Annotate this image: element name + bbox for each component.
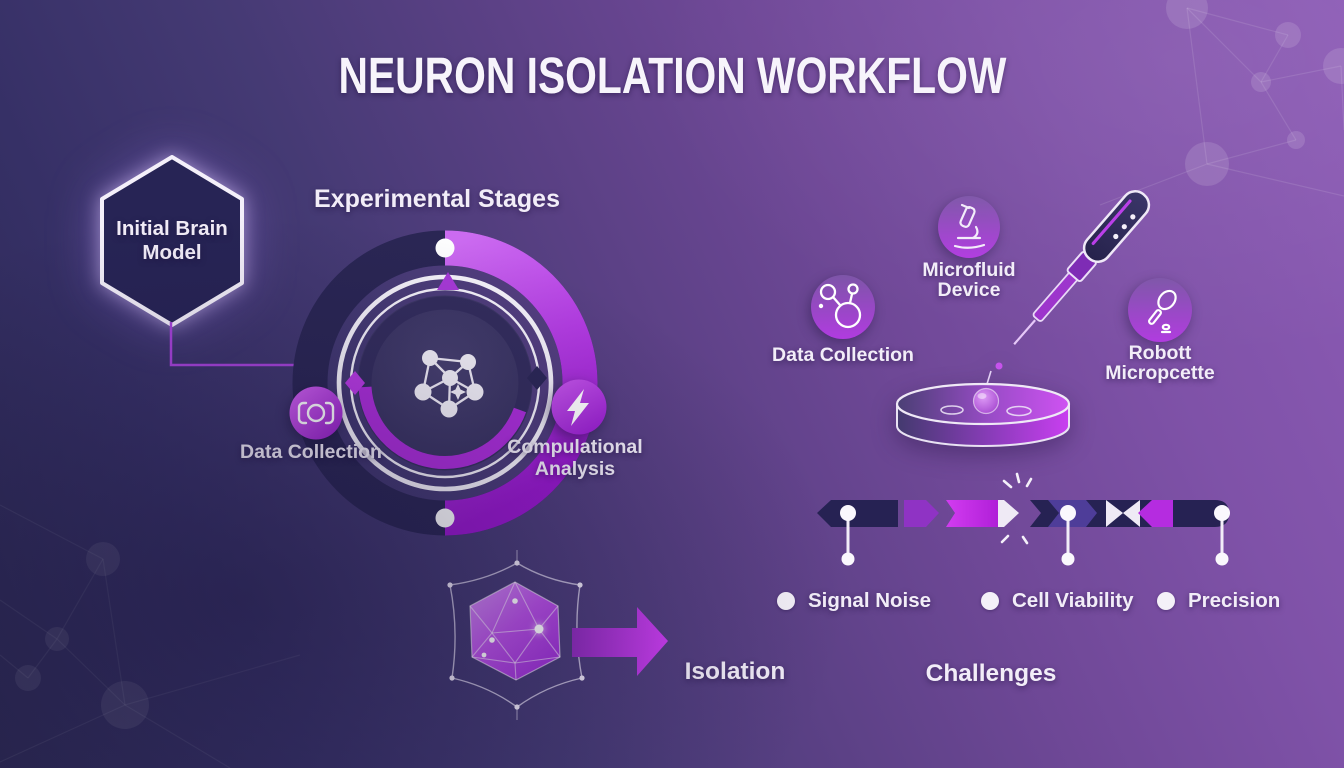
legend-item-precision: Precision [1157,589,1280,613]
stage-label-data-collection: Data Collection [240,441,382,463]
isolation-heading: Isolation [684,658,786,685]
constellation-bottom-left [0,504,301,768]
pipette-icon-badge [1128,278,1192,342]
microfluid-label-line1: Microfluid [922,259,1016,281]
legend-label: Signal Noise [808,589,932,612]
hexagon-label: Initial Brain Model [100,217,244,265]
marker-diamond-right [527,366,547,390]
page-title: NEURON ISOLATION WORKFLOW [338,47,1006,104]
robotic-pipette-illustration [1013,190,1151,345]
analysis-label-line1: Compulational [507,436,643,458]
microscope-icon-badge [938,196,1000,258]
pipette-label-line2: Micropcette [1105,361,1215,384]
challenges-heading: Challenges [925,660,1057,687]
hexagon-label-line1: Initial Brain [116,217,228,240]
equipment-label-microfluid-device: Microfluid Device [884,259,1054,301]
stage-label-computational-analysis: Compulational Analysis [490,436,660,480]
donut-dot-bottom [435,508,455,528]
microscope-icon [953,203,986,249]
equipment-label-robot-micropipette: Robott Micropcette [1075,342,1245,384]
network-icon [414,350,484,418]
marker-diamond-left [345,371,365,395]
pipette-label-line1: Robott [1128,342,1192,364]
droplet-dot [995,362,1003,370]
challenge-bar [817,472,1230,566]
bullet-dot [1157,592,1175,610]
marker-triangle-top [437,272,459,290]
stage-donut [292,230,598,536]
arrow-right-icon [572,607,668,676]
microfluid-label-line2: Device [937,278,1001,301]
burst-sparks [1000,472,1033,545]
analysis-label-line2: Analysis [534,457,616,480]
legend-item-signal-noise: Signal Noise [777,589,931,613]
donut-dot-top [435,238,455,258]
equipment-label-data-collection: Data Collection [772,344,914,366]
molecule-icon-badge [811,275,875,339]
molecule-icon [818,283,862,329]
bar-markers [840,505,1230,566]
legend-label: Precision [1188,589,1281,612]
petri-dish-illustration [895,362,1071,447]
bullet-dot [777,592,795,610]
constellation-top-right [1099,0,1344,206]
legend-item-cell-viability: Cell Viability [981,589,1134,613]
legend-label: Cell Viability [1012,589,1134,612]
cell-sphere [972,387,1000,415]
bullet-dot [981,592,999,610]
camera-icon-badge [289,386,343,440]
stages-heading: Experimental Stages [314,185,560,213]
hexagon-label-line2: Model [142,241,202,264]
camera-icon [297,401,335,425]
lightning-icon [567,389,589,426]
pipette-icon [1148,289,1177,334]
lightning-icon-badge [551,379,607,435]
isolation-polyhedron [447,550,585,720]
